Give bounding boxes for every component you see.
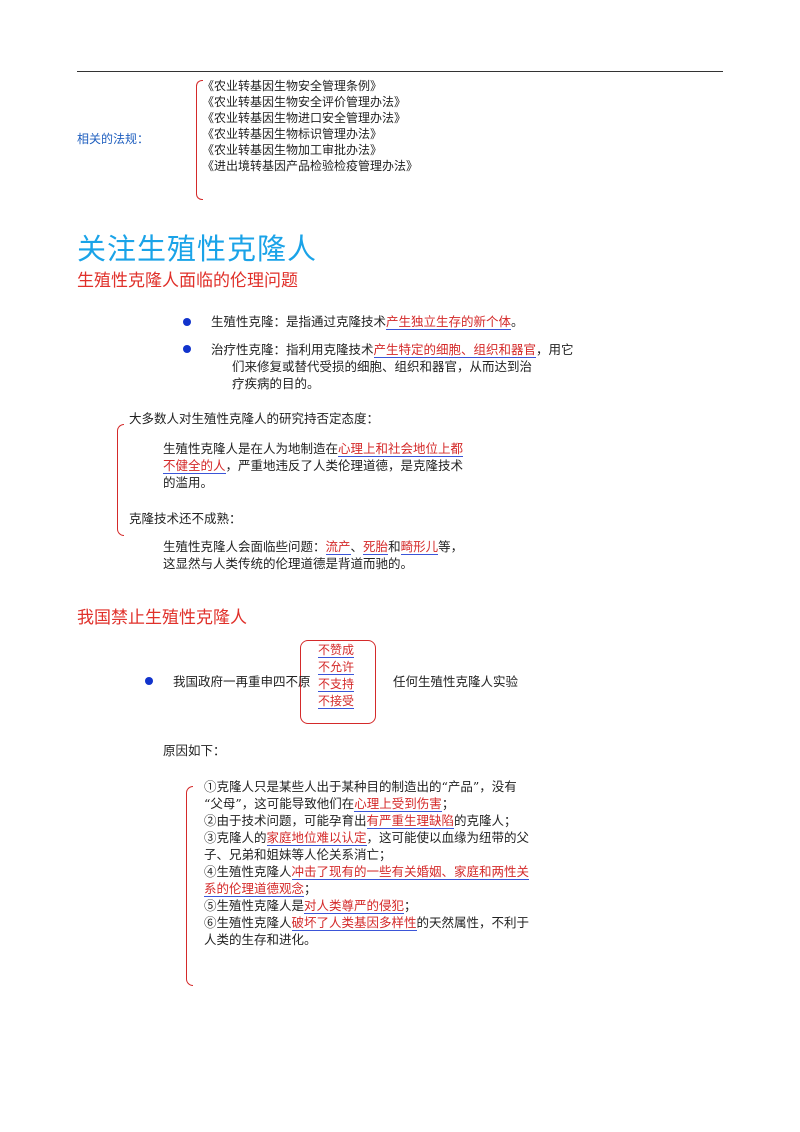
section-heading-ban: 我国禁止生殖性克隆人	[77, 608, 247, 628]
law-item: 《农业转基因生物进口安全管理办法》	[202, 111, 407, 125]
gov-statement-tail: 任何生殖性克隆人实验	[393, 674, 519, 689]
top-rule	[77, 71, 723, 72]
definition-reproductive: 生殖性克隆：是指通过克隆技术产生独立生存的新个体。	[211, 314, 524, 330]
reason-ethics: 生殖性克隆人是在人为地制造在心理上和社会地位上都 不健全的人，严重地违反了人类伦…	[163, 441, 464, 490]
bullet-icon	[145, 677, 153, 685]
reasons-title: 原因如下：	[163, 743, 226, 758]
attitude-brace	[117, 424, 124, 536]
bullet-icon	[183, 318, 191, 326]
page-title: 关注生殖性克隆人	[77, 232, 318, 266]
law-item: 《农业转基因生物安全管理条例》	[202, 79, 383, 93]
section-heading-ethics: 生殖性克隆人面临的伦理问题	[77, 271, 298, 291]
laws-brace	[196, 80, 203, 200]
attitude-text: 大多数人对生殖性克隆人的研究持否定态度：	[129, 411, 380, 426]
reasons-list: ①克隆人只是某些人出于某种目的制造出的“产品”，没有 “父母”，这可能导致他们在…	[204, 779, 530, 947]
definition-therapeutic: 治疗性克隆：指利用克隆技术产生特定的细胞、组织和器官，用它 们来修复或替代受损的…	[211, 342, 574, 391]
law-item: 《农业转基因生物标识管理办法》	[202, 127, 383, 141]
law-item: 《农业转基因生物安全评价管理办法》	[202, 95, 407, 109]
option-label: 不支持	[318, 677, 355, 692]
reason-immature: 生殖性克隆人会面临些问题：流产、死胎和畸形儿等， 这显然与人类传统的伦理道德是背…	[163, 539, 464, 571]
law-item: 《进出境转基因产品检验检疫管理办法》	[202, 159, 419, 173]
four-no-box	[300, 640, 376, 724]
immature-text: 克隆技术还不成熟：	[129, 511, 242, 526]
option-label: 不接受	[318, 694, 355, 709]
bullet-icon	[183, 345, 191, 353]
gov-statement: 我国政府一再重申四不原	[173, 674, 311, 689]
laws-label: 相关的法规：	[77, 132, 150, 146]
reasons-brace	[186, 786, 193, 986]
option-label: 不允许	[318, 660, 355, 675]
option-label: 不赞成	[318, 643, 355, 658]
law-item: 《农业转基因生物加工审批办法》	[202, 143, 383, 157]
